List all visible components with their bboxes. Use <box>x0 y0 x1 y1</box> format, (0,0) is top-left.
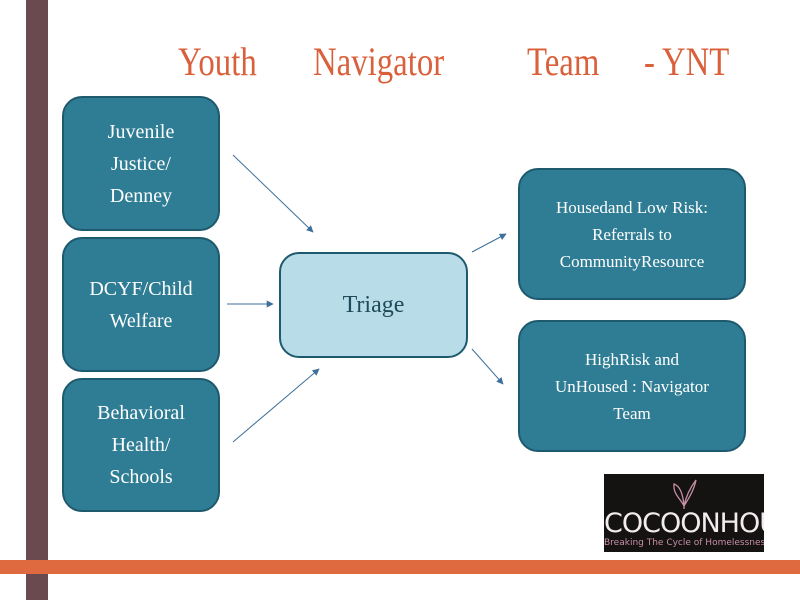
title-word: Youth <box>178 39 257 84</box>
outcome-label: Housedand Low Risk: Referrals to Communi… <box>555 197 709 271</box>
arrow-triage-to-highrisk <box>471 348 504 385</box>
slide-title: Youth Navigator Team - YNT <box>0 38 800 98</box>
source-box-juvenile-justice: Juvenile Justice/ Denney <box>62 96 220 231</box>
logo-tagline: Breaking The Cycle of Homelessness <box>604 538 764 548</box>
left-accent-bar <box>26 0 48 600</box>
logo-name: COCOONHOUSE <box>604 508 764 539</box>
outcome-box-high-risk: HighRisk and UnHoused : Navigator Team <box>518 320 746 452</box>
bottom-accent-bar <box>0 560 800 574</box>
butterfly-icon <box>673 479 697 509</box>
source-label: Behavioral Health/ Schools <box>97 402 185 488</box>
title-word: - YNT <box>644 39 730 84</box>
arrow-juvenile-to-triage <box>232 154 314 233</box>
triage-label: Triage <box>342 292 405 318</box>
source-box-behavioral-health: Behavioral Health/ Schools <box>62 378 220 512</box>
arrow-triage-to-lowrisk <box>471 233 507 253</box>
source-label: DCYF/Child Welfare <box>89 277 193 332</box>
outcome-box-low-risk: Housedand Low Risk: Referrals to Communi… <box>518 168 746 300</box>
cocoon-house-logo: COCOONHOUSE Breaking The Cycle of Homele… <box>604 474 764 552</box>
title-word: Team <box>527 39 600 84</box>
source-label: Juvenile Justice/ Denney <box>107 120 175 207</box>
triage-box: Triage <box>279 252 468 358</box>
outcome-label: HighRisk and UnHoused : Navigator Team <box>555 349 709 423</box>
arrow-behavioral-to-triage <box>232 368 320 443</box>
title-word: Navigator <box>313 39 445 84</box>
source-box-dcyf: DCYF/Child Welfare <box>62 237 220 372</box>
